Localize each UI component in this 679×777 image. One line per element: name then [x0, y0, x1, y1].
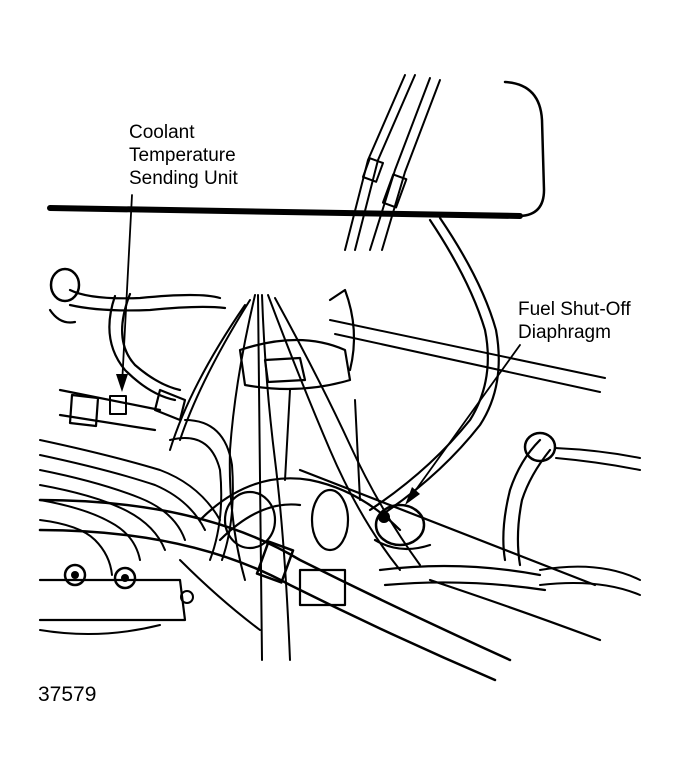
intake-manifold [38, 559, 261, 635]
fuel-callout-line-2: Diaphragm [518, 322, 611, 343]
coolant-callout-line-3: Sending Unit [129, 168, 238, 189]
coolant-sensor-callout: Coolant Temperature Sending Unit [129, 121, 238, 190]
fuel-diaphragm-callout: Fuel Shut-Off Diaphragm [518, 298, 631, 344]
vacuum-hose-right [368, 216, 500, 518]
lower-hose [38, 498, 602, 682]
vacuum-lines-center [169, 294, 421, 661]
callout-leaders [116, 194, 521, 505]
figure-number: 37579 [38, 683, 97, 706]
lower-hose-right [502, 431, 641, 596]
fuel-leader-arrow [405, 487, 420, 505]
fuel-shutoff-diaphragm [298, 468, 597, 587]
carburetor [198, 288, 402, 607]
ignition-wires [39, 419, 234, 576]
coolant-callout-line-1: Coolant [129, 122, 195, 143]
coolant-callout-line-2: Temperature [129, 145, 236, 166]
air-cleaner-housing [47, 80, 546, 219]
support-rail [329, 319, 606, 393]
coolant-sensor-assembly [48, 267, 227, 432]
fuel-callout-line-1: Fuel Shut-Off [518, 299, 631, 320]
coolant-leader-arrow [116, 374, 128, 392]
fuel-leader-line [409, 344, 521, 499]
coolant-leader-line [121, 194, 133, 386]
throttle-cables [344, 74, 441, 251]
